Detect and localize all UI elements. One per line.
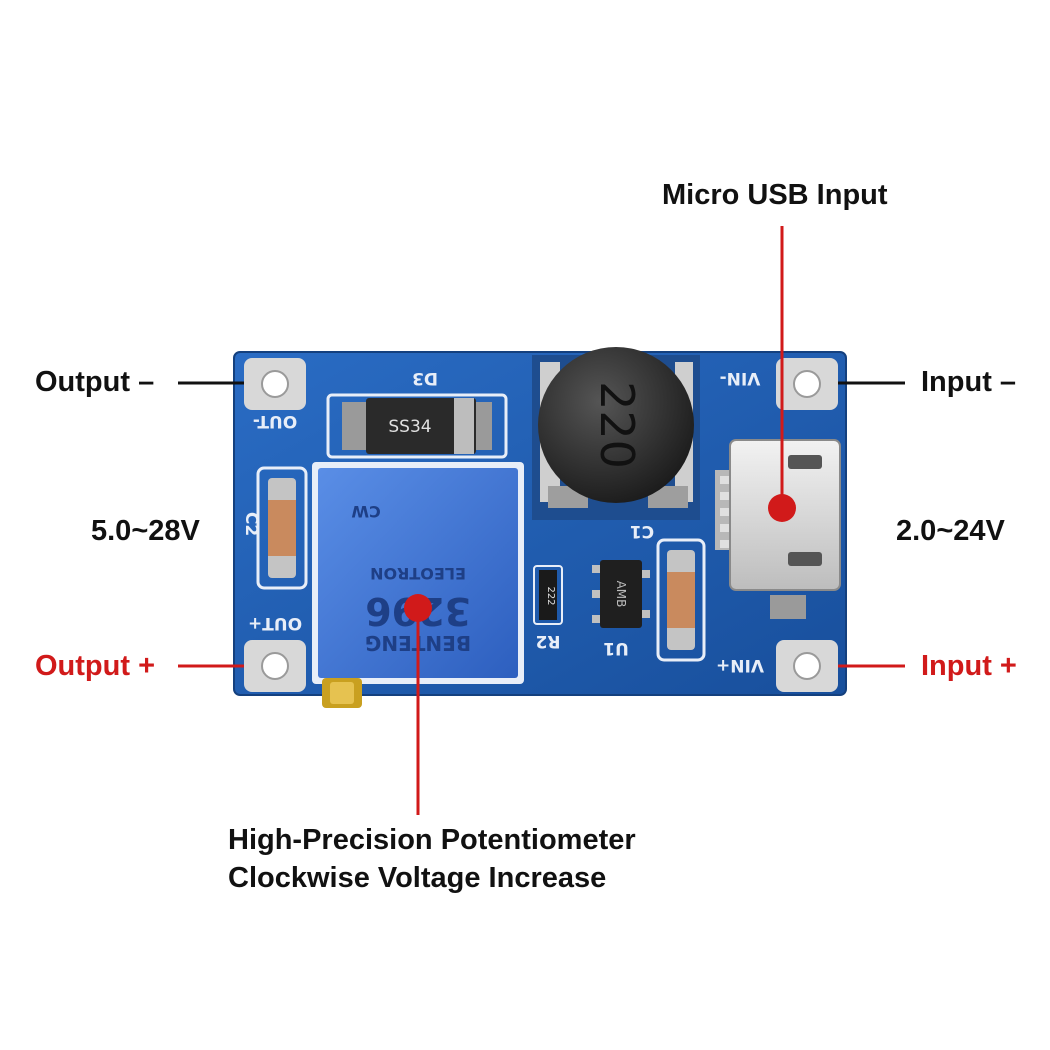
pot-sub: ELEOTRON [370, 564, 466, 583]
pad-output-plus [244, 640, 306, 692]
silk-d3: D3 [412, 368, 438, 388]
ic-u1: AMB [592, 560, 650, 628]
label-output-minus: Output – [35, 366, 155, 398]
inductor-marking: 220 [590, 381, 644, 469]
label-input-voltage: 2.0~24V [896, 515, 1005, 547]
capacitor-c2 [256, 466, 308, 590]
silk-r2: R2 [536, 631, 561, 651]
capacitor-c1 [656, 538, 706, 662]
label-output-plus: Output + [35, 650, 156, 682]
label-potentiometer-line2: Clockwise Voltage Increase [228, 862, 607, 894]
pot-cw: CW [351, 502, 381, 521]
callout-dot-usb [768, 494, 796, 522]
silk-u1: U1 [603, 638, 629, 658]
label-input-plus: Input + [921, 650, 1017, 682]
callout-dot-pot [404, 594, 432, 622]
diode-marking: SS34 [388, 417, 431, 437]
inductor: 220 [532, 347, 700, 520]
resistor-r2: 222 [533, 565, 563, 625]
diode-d3: SS34 [326, 393, 508, 459]
ic-marking: AMB [614, 581, 628, 608]
label-micro-usb-input: Micro USB Input [662, 179, 888, 211]
silk-out-minus: OUT- [253, 411, 297, 431]
silk-vin-plus: VIN+ [716, 655, 764, 675]
pad-input-plus [776, 640, 838, 692]
silk-c1: C1 [630, 521, 654, 541]
label-input-minus: Input – [921, 366, 1017, 398]
label-output-voltage: 5.0~28V [91, 515, 200, 547]
silk-vin-minus: VIN- [720, 368, 761, 388]
label-potentiometer-line1: High-Precision Potentiometer [228, 824, 636, 856]
potentiometer: BENTENG 3296 ELEOTRON CW [312, 462, 524, 708]
pad-input-minus [776, 358, 838, 410]
resistor-code: 222 [545, 586, 556, 605]
silk-c2: C2 [241, 512, 261, 536]
silk-out-plus: OUT+ [248, 613, 302, 633]
pad-output-minus [244, 358, 306, 410]
